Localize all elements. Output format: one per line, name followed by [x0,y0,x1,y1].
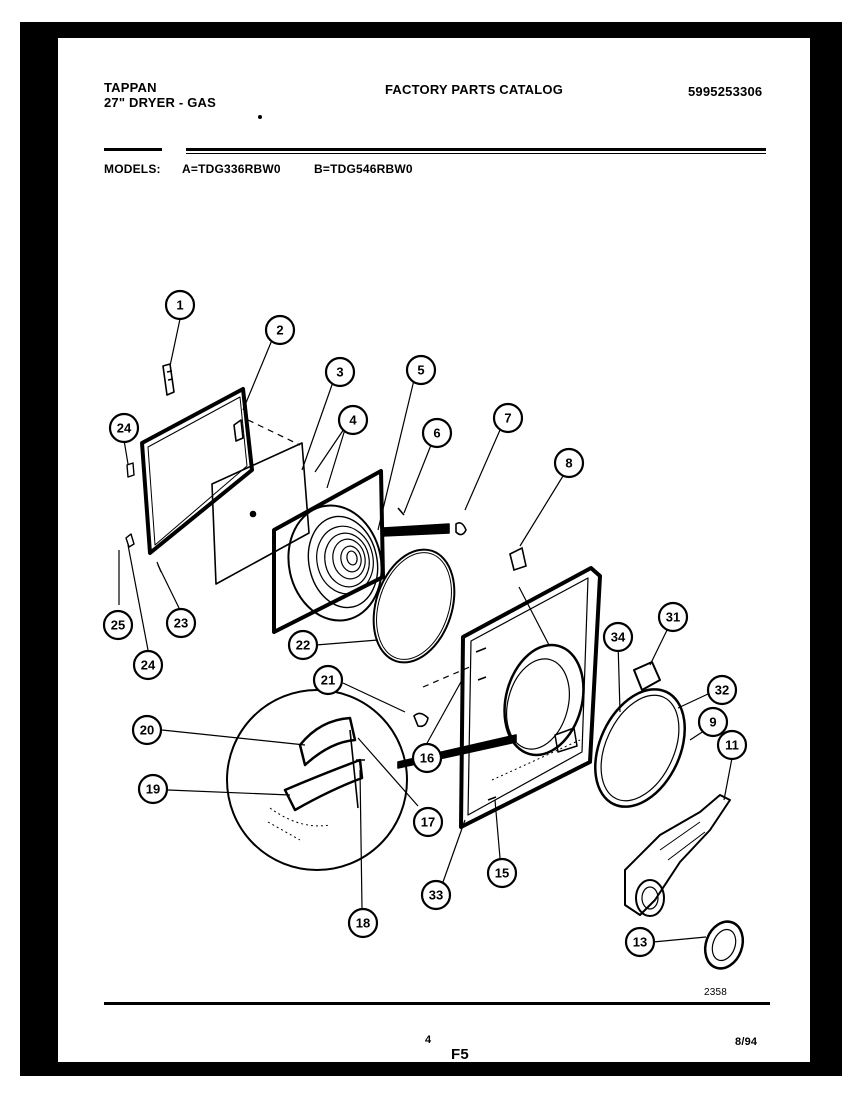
models-label: MODELS: [104,162,161,176]
svg-text:17: 17 [421,815,435,830]
callout-11[interactable]: 11 [716,729,748,761]
header-rule-left [104,148,162,151]
svg-text:22: 22 [296,638,310,653]
footer-rule [104,1002,770,1005]
svg-text:8: 8 [565,456,572,471]
callout-9[interactable]: 9 [697,706,729,738]
model-a: A=TDG336RBW0 [182,162,281,176]
svg-text:7: 7 [504,411,511,426]
callout-32[interactable]: 32 [706,674,738,706]
page-number: 4 [425,1034,432,1046]
svg-text:5: 5 [417,363,424,378]
callout-21[interactable]: 21 [312,664,344,696]
catalog-number: 5995253306 [688,84,763,99]
door-inner-panel [211,442,310,585]
svg-text:19: 19 [146,782,160,797]
svg-text:13: 13 [633,935,647,950]
callout-24-top[interactable]: 24 [108,412,140,444]
callout-31[interactable]: 31 [657,601,689,633]
callout-4[interactable]: 4 [337,404,369,436]
model-b: B=TDG546RBW0 [314,162,413,176]
callout-16[interactable]: 16 [411,742,443,774]
door-seal-ring [594,688,686,808]
scan-speck [44,34,48,38]
svg-text:33: 33 [429,888,443,903]
svg-text:21: 21 [321,673,335,688]
callout-20[interactable]: 20 [131,714,163,746]
svg-text:9: 9 [709,715,716,730]
header-rule-main [186,148,766,151]
svg-text:23: 23 [174,616,188,631]
svg-text:24: 24 [117,421,132,436]
callout-25[interactable]: 25 [102,609,134,641]
svg-text:1: 1 [176,298,183,313]
svg-text:18: 18 [356,916,370,931]
svg-text:3: 3 [336,365,343,380]
svg-text:6: 6 [433,426,440,441]
callout-19[interactable]: 19 [137,773,169,805]
hinge-bushing [703,920,745,970]
callout-5[interactable]: 5 [405,354,437,386]
inner-door-liner [272,469,385,634]
catalog-title: FACTORY PARTS CATALOG [385,82,564,97]
detail-magnifier-circle [226,689,408,871]
callout-23[interactable]: 23 [165,607,197,639]
callout-18[interactable]: 18 [347,907,379,939]
callout-7[interactable]: 7 [492,402,524,434]
callout-1[interactable]: 1 [164,289,196,321]
callout-2[interactable]: 2 [264,314,296,346]
callout-13[interactable]: 13 [624,926,656,958]
callout-34[interactable]: 34 [602,621,634,653]
callout-3[interactable]: 3 [324,356,356,388]
scan-speck [50,78,54,82]
drawing-number: 2358 [704,987,728,998]
product-name: 27" DRYER - GAS [104,95,216,110]
callout-6[interactable]: 6 [421,417,453,449]
cabinet-front-panel [459,566,602,829]
svg-text:4: 4 [349,413,357,428]
callout-22[interactable]: 22 [287,629,319,661]
callout-33[interactable]: 33 [420,879,452,911]
door-outer-panel [140,387,254,555]
brand-name: TAPPAN [104,80,157,95]
svg-text:15: 15 [495,866,509,881]
svg-text:11: 11 [725,738,739,753]
svg-text:2: 2 [276,323,283,338]
header-rule-thin [186,153,766,154]
svg-text:20: 20 [140,723,154,738]
svg-text:24: 24 [141,658,156,673]
callout-24-bottom[interactable]: 24 [132,649,164,681]
door-hinge-assembly [624,794,731,916]
svg-text:16: 16 [420,751,434,766]
svg-text:34: 34 [611,630,626,645]
scan-speck [258,115,262,119]
callout-17[interactable]: 17 [412,806,444,838]
callout-15[interactable]: 15 [486,857,518,889]
svg-text:32: 32 [715,683,729,698]
revision-date: 8/94 [735,1036,758,1048]
callout-8[interactable]: 8 [553,447,585,479]
svg-text:31: 31 [666,610,680,625]
section-code: F5 [451,1046,469,1063]
door-catch [633,661,661,691]
part-callouts: 1 2 3 4 5 6 7 8 24 25 23 24 22 21 20 19 … [102,289,748,958]
hinge-part [162,363,175,396]
door-gasket-ring [372,548,456,664]
svg-text:25: 25 [111,618,125,633]
